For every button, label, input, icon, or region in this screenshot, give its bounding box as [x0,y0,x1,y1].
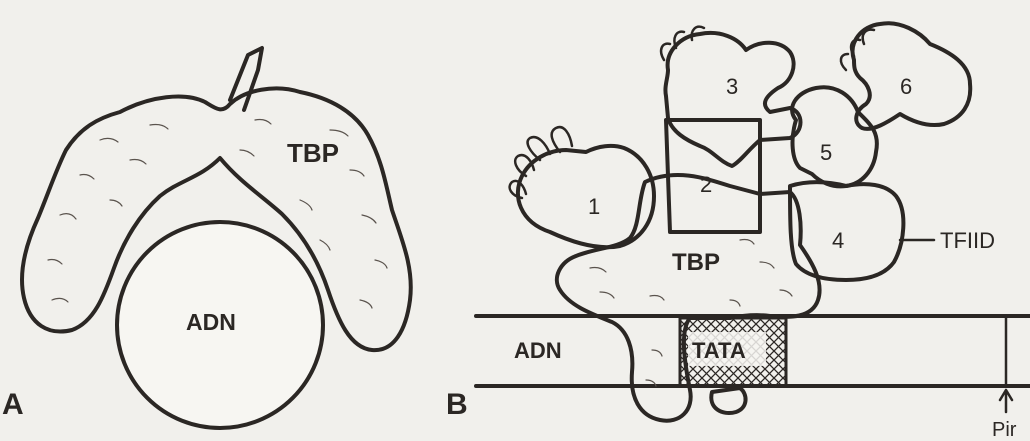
subunit-3 [665,33,800,166]
subunit-label-1: 1 [588,194,600,219]
subunit-label-2: 2 [700,172,712,197]
subunit-label-4: 4 [832,228,844,253]
subunit-label-5: 5 [820,140,832,165]
tfiid-label: TFIID [940,228,995,253]
subunit-label-3: 3 [726,74,738,99]
subunit-label-6: 6 [900,74,912,99]
panel-label-a: A [2,388,24,421]
subunit-5 [792,87,877,186]
start-site-arrow [1000,390,1012,412]
panel-label-b: B [446,388,468,421]
tata-label: TATA [692,338,746,363]
tbp-label-b: TBP [672,249,720,276]
start-site-label: Pir [992,419,1017,441]
tbp-lower-lobe [711,388,745,413]
dna-label-a: ADN [186,309,236,335]
panel-b: 1 2 3 4 5 6 TBP ADN TATA TFIID Pir B [446,23,1030,441]
panel-a: TBP ADN A [2,48,411,428]
tbp-label-a: TBP [287,138,339,168]
dna-label-b: ADN [514,338,562,363]
subunit-4 [790,182,903,280]
